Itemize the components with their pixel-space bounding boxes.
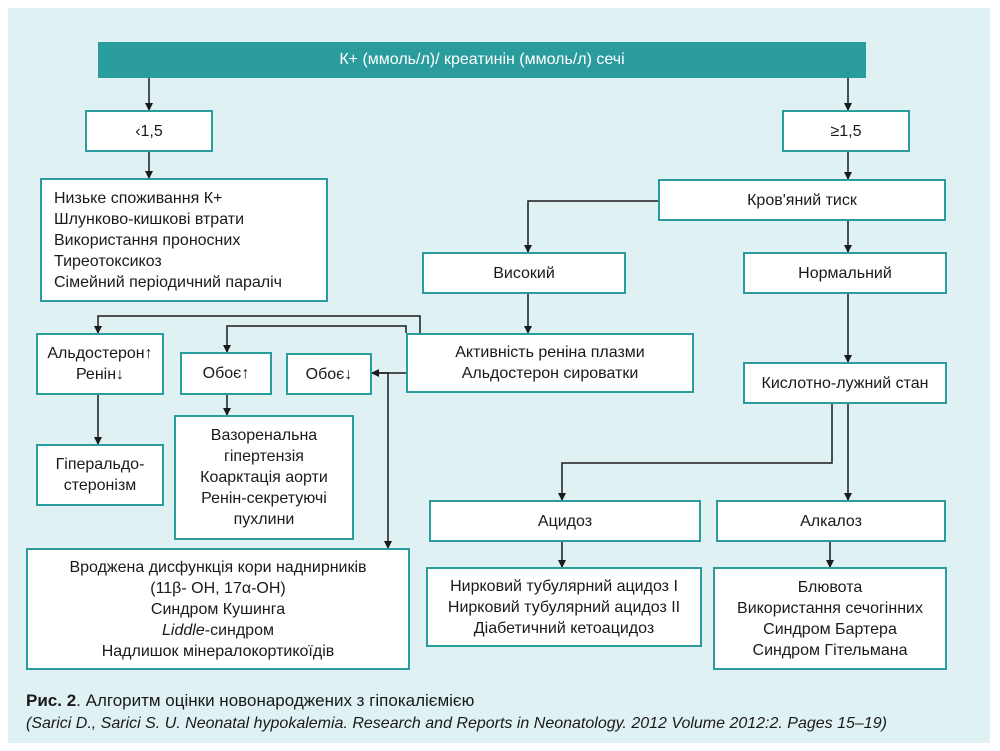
acid-base-box: Кислотно-лужний стан [743, 362, 947, 404]
hyperaldo-line: Гіперальдо- [55, 456, 145, 473]
arrow-acid-base-to-acidosis [558, 404, 833, 501]
alkalosis-label: Алкалоз [800, 512, 862, 530]
liddle-rest: -синдром [204, 621, 274, 639]
bp-normal-box: Нормальний [743, 252, 947, 294]
figure-source: (Sarici D., Sarici S. U. Neonatal hypoka… [26, 715, 887, 732]
ratio-high-label: ≥1,5 [830, 122, 862, 140]
vasorenal-box: Вазоренальна гіпертензія Коарктація аорт… [174, 415, 354, 540]
low-cause: Використання проносних [54, 231, 241, 249]
alkalosis-cause: Синдром Бартера [763, 620, 897, 638]
alkalosis-cause: Блювота [797, 578, 863, 596]
renin-aldosterone-box: Активність реніна плазми Альдостерон сир… [406, 333, 694, 393]
figure-label: Рис. 2 [26, 691, 77, 710]
acid-base-label: Кислотно-лужний стан [761, 374, 929, 392]
blood-pressure-box: Кров'яний тиск [658, 179, 946, 221]
blood-pressure-label: Кров'яний тиск [747, 191, 857, 209]
arrow-renin-to-aldo [94, 315, 421, 334]
bp-normal-label: Нормальний [798, 264, 892, 282]
ratio-high-box: ≥1,5 [782, 110, 910, 152]
renin-line: Альдостерон сироватки [461, 365, 639, 382]
congenital-line: (11β- OH, 17α-OH) [150, 579, 286, 597]
alkalosis-box: Алкалоз [716, 500, 946, 542]
congenital-line: Liddle-синдром [162, 620, 274, 641]
low-cause: Низьке споживання К+ [54, 189, 223, 207]
acidosis-label: Ацидоз [537, 512, 593, 530]
vasorenal-line: Ренін-секретуючі [201, 490, 327, 507]
both-down-box: Обоє↓ [286, 353, 372, 395]
aldosterone-renin-box: Альдостерон↑ Ренін↓ [36, 333, 164, 395]
hyperaldo-line: стеронізм [63, 477, 137, 494]
both-up-box: Обоє↑ [180, 352, 272, 395]
vasorenal-line: гіпертензія [224, 448, 304, 465]
alkalosis-cause: Використання сечогінних [737, 599, 923, 617]
congenital-line: Синдром Кушинга [150, 600, 286, 618]
liddle-italic: Liddle [162, 621, 205, 639]
acidosis-cause: Діабетичний кетоацидоз [473, 619, 655, 637]
both-up-label: Обоє↑ [202, 365, 250, 382]
arrow-renin-to-both-up [223, 325, 407, 353]
congenital-line: Надлишок мінералокортикоїдів [101, 642, 335, 660]
vasorenal-line: Коарктація аорти [200, 469, 328, 486]
bp-high-label: Високий [493, 264, 555, 282]
both-down-label: Обоє↓ [305, 365, 353, 383]
arrow-both-down-to-congenital [372, 372, 392, 549]
low-cause: Шлунково-кишкові втрати [54, 210, 244, 228]
acidosis-cause: Нирковий тубулярний ацидоз II [447, 598, 681, 616]
low-cause: Сімейний періодичний параліч [54, 273, 283, 291]
congenital-line: Вроджена дисфункція кори наднирників [69, 558, 367, 576]
hyperaldosteronism-box: Гіперальдо- стеронізм [36, 444, 164, 506]
acidosis-causes-box: Нирковий тубулярний ацидоз I Нирковий ту… [426, 567, 702, 647]
bp-high-box: Високий [422, 252, 626, 294]
figure-caption: Рис. 2. Алгоритм оцінки новонароджених з… [26, 691, 474, 711]
ratio-low-box: ‹1,5 [85, 110, 213, 152]
acidosis-box: Ацидоз [429, 500, 701, 542]
alkalosis-causes-box: Блювота Використання сечогінних Синдром … [713, 567, 947, 670]
alkalosis-cause: Синдром Гітельмана [752, 641, 908, 659]
arrow-bp-to-high [524, 200, 660, 253]
aldo-line: Альдостерон↑ [47, 345, 153, 362]
low-causes-box: Низьке споживання К+ Шлунково-кишкові вт… [40, 178, 328, 302]
vasorenal-line: Вазоренальна [210, 427, 318, 444]
renin-line: Активність реніна плазми [455, 344, 645, 361]
low-cause: Тиреотоксикоз [54, 252, 162, 270]
aldo-line: Ренін↓ [75, 366, 125, 383]
figure-title: . Алгоритм оцінки новонароджених з гіпок… [76, 691, 475, 710]
acidosis-cause: Нирковий тубулярний ацидоз I [450, 577, 678, 595]
ratio-low-label: ‹1,5 [135, 122, 163, 140]
header-banner: К+ (ммоль/л)/ креатинін (ммоль/л) сечі [98, 42, 866, 78]
vasorenal-line: пухлини [233, 511, 295, 528]
congenital-box: Вроджена дисфункція кори наднирників (11… [26, 548, 410, 670]
